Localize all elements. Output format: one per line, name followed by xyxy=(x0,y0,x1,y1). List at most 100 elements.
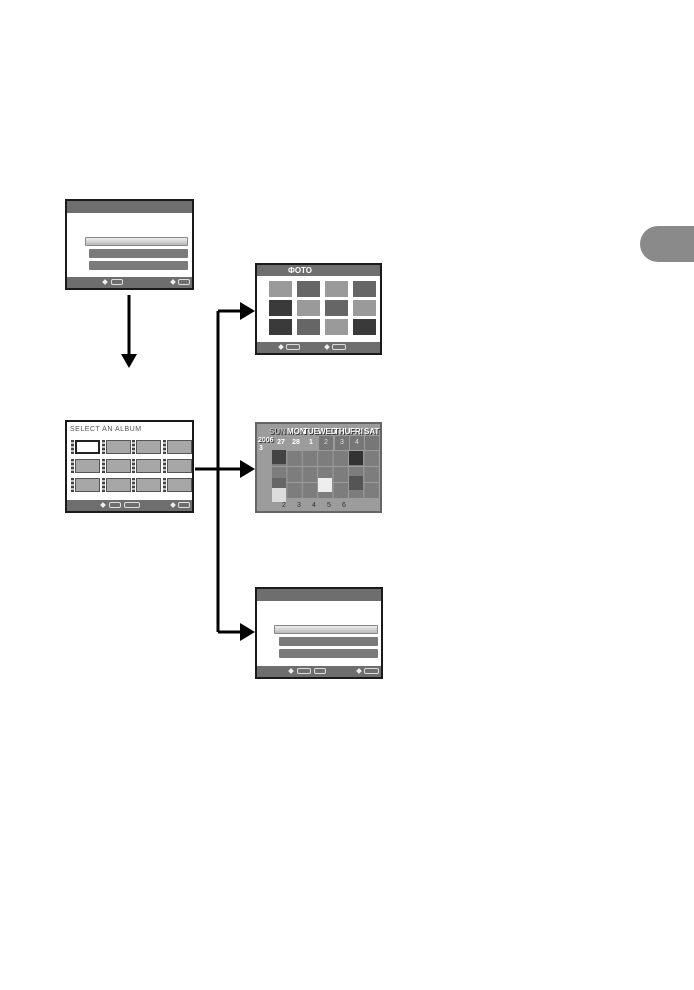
arrow-head-photo-index xyxy=(240,302,255,320)
photo-index-footer xyxy=(257,342,380,353)
calendar-month: 3 xyxy=(259,445,263,452)
album-2[interactable] xyxy=(106,440,131,454)
calendar-day-fri: FRI xyxy=(350,427,363,436)
album-binding xyxy=(163,459,166,473)
right-key-icon xyxy=(170,502,176,508)
ok-key xyxy=(297,668,311,674)
menu-option-1[interactable] xyxy=(85,237,188,246)
chapter-tab xyxy=(640,226,694,262)
photo-thumbnail[interactable] xyxy=(325,281,348,297)
arrow-head-menu xyxy=(240,623,255,641)
album-binding xyxy=(102,440,105,454)
calendar-screen: SUN MON TUE WED THU FRI SAT 2006 3 27 28… xyxy=(255,422,382,513)
ok-key xyxy=(109,502,121,508)
nav-key xyxy=(124,502,140,508)
calendar-day-wed: WED xyxy=(318,427,337,436)
calendar-photo-day[interactable] xyxy=(349,476,363,490)
calendar-date[interactable]: 4 xyxy=(312,502,316,509)
menu-screen-footer xyxy=(67,277,192,288)
photo-thumbnail[interactable] xyxy=(297,281,320,297)
album-binding xyxy=(102,459,105,473)
calendar-photo-day[interactable] xyxy=(272,450,286,464)
calendar-date[interactable]: 28 xyxy=(292,439,300,446)
photo-thumbnail[interactable] xyxy=(269,281,292,297)
album-select-screen: SELECT AN ALBUM xyxy=(65,420,194,513)
calendar-photo-day[interactable] xyxy=(349,451,363,465)
calendar-date[interactable]: 5 xyxy=(327,502,331,509)
photo-index-title: ФОТО xyxy=(288,266,312,275)
menu-option-2[interactable] xyxy=(89,249,188,258)
album-12[interactable] xyxy=(167,478,192,492)
album-10[interactable] xyxy=(106,478,131,492)
calendar-date[interactable]: 3 xyxy=(297,502,301,509)
menu-option-2[interactable] xyxy=(279,637,378,646)
photo-thumbnail[interactable] xyxy=(325,319,348,335)
left-key-icon xyxy=(288,668,294,674)
album-binding xyxy=(132,459,135,473)
photo-thumbnail[interactable] xyxy=(325,300,348,316)
menu-screen-bottom xyxy=(255,587,383,679)
back-key xyxy=(178,279,190,285)
menu-screen-title-bar xyxy=(257,589,381,601)
right-key-icon xyxy=(170,279,176,285)
album-binding xyxy=(71,478,74,492)
back-key xyxy=(178,502,190,508)
album-5[interactable] xyxy=(75,459,100,473)
album-1[interactable] xyxy=(75,440,100,454)
down-arrow-head xyxy=(121,354,137,368)
menu-option-3[interactable] xyxy=(89,261,188,270)
album-11[interactable] xyxy=(136,478,161,492)
album-3[interactable] xyxy=(136,440,161,454)
photo-thumbnail[interactable] xyxy=(353,300,376,316)
album-8[interactable] xyxy=(167,459,192,473)
menu-option-1[interactable] xyxy=(274,625,378,634)
album-6[interactable] xyxy=(106,459,131,473)
calendar-date[interactable]: 3 xyxy=(335,436,349,450)
calendar-day-mon: MON xyxy=(287,427,306,436)
calendar-date[interactable]: 4 xyxy=(350,436,364,450)
calendar-date[interactable]: 1 xyxy=(309,439,313,446)
album-9[interactable] xyxy=(75,478,100,492)
calendar-day-sun: SUN xyxy=(269,427,286,436)
album-binding xyxy=(163,478,166,492)
photo-thumbnail[interactable] xyxy=(269,300,292,316)
album-screen-footer xyxy=(67,500,192,511)
calendar-date[interactable] xyxy=(365,436,379,450)
album-7[interactable] xyxy=(136,459,161,473)
ok-key xyxy=(111,279,123,285)
nav-key xyxy=(314,668,326,674)
calendar-year: 2006 xyxy=(258,437,274,444)
back-key xyxy=(332,344,346,350)
right-key-icon xyxy=(324,344,330,350)
back-key xyxy=(364,668,379,674)
album-screen-title: SELECT AN ALBUM xyxy=(70,426,142,433)
photo-thumbnail[interactable] xyxy=(353,281,376,297)
menu-option-3[interactable] xyxy=(279,649,378,658)
photo-index-screen: ФОТО xyxy=(255,263,382,355)
album-binding xyxy=(102,478,105,492)
calendar-date[interactable]: 6 xyxy=(342,502,346,509)
menu-screen-footer xyxy=(257,666,381,677)
ok-key xyxy=(286,344,300,350)
photo-thumbnail[interactable] xyxy=(353,319,376,335)
menu-screen-top xyxy=(65,199,194,290)
calendar-date[interactable]: 2 xyxy=(282,502,286,509)
photo-thumbnail[interactable] xyxy=(269,319,292,335)
photo-thumbnail[interactable] xyxy=(297,319,320,335)
album-binding xyxy=(132,478,135,492)
calendar-date[interactable]: 27 xyxy=(277,439,285,446)
album-binding xyxy=(71,440,74,454)
album-binding xyxy=(71,459,74,473)
calendar-photo-day[interactable] xyxy=(318,478,332,492)
calendar-date[interactable]: 2 xyxy=(319,436,333,450)
album-binding xyxy=(132,440,135,454)
photo-thumbnail[interactable] xyxy=(297,300,320,316)
right-key-icon xyxy=(356,668,362,674)
calendar-photo-day[interactable] xyxy=(272,488,286,502)
left-key-icon xyxy=(102,279,108,285)
menu-screen-title-bar xyxy=(67,201,192,213)
photo-index-title-bar: ФОТО xyxy=(257,265,380,276)
album-4[interactable] xyxy=(167,440,192,454)
calendar-day-tue: TUE xyxy=(303,427,319,436)
